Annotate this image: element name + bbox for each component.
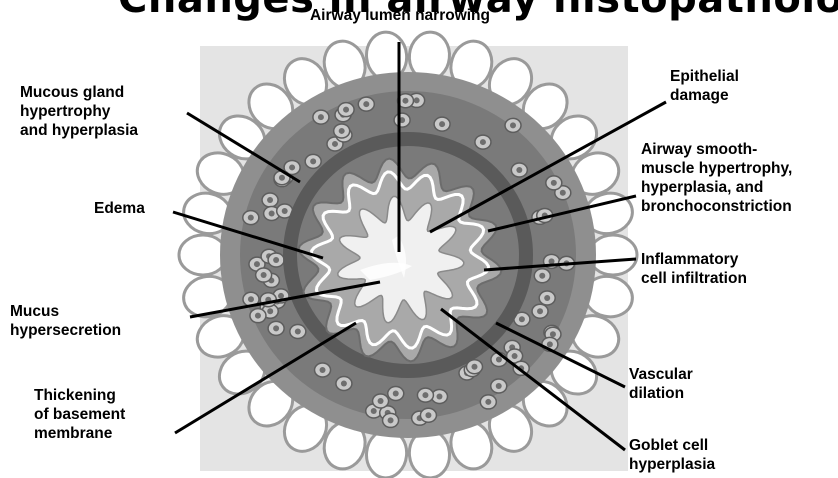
gland-cell <box>305 154 321 168</box>
gland-cell <box>256 268 272 282</box>
gland-cell <box>373 394 389 408</box>
gland-cell <box>505 118 521 132</box>
gland-cell <box>313 110 329 124</box>
gland-cell <box>338 103 354 117</box>
gland-cell <box>315 363 331 377</box>
gland-cell <box>262 193 278 207</box>
label-vascular-dilation: Vascular dilation <box>629 365 693 403</box>
gland-cell <box>475 135 491 149</box>
gland-cell <box>334 124 350 138</box>
label-epithelial-damage: Epithelial damage <box>670 67 739 105</box>
label-smooth-muscle: Airway smooth- muscle hypertrophy, hyper… <box>641 140 792 216</box>
label-inflammatory-cell: Inflammatory cell infiltration <box>641 250 747 288</box>
gland-cell <box>417 388 433 402</box>
gland-cell <box>243 211 259 225</box>
gland-cell <box>420 408 436 422</box>
gland-cell <box>290 325 306 339</box>
label-goblet-cell: Goblet cell hyperplasia <box>629 436 715 474</box>
label-mucous-gland: Mucous gland hypertrophy and hyperplasia <box>20 83 138 140</box>
gland-cell <box>434 117 450 131</box>
gland-cell <box>511 163 527 177</box>
gland-cell <box>268 321 284 335</box>
gland-cell <box>539 291 555 305</box>
gland-cell <box>358 97 374 111</box>
gland-cell <box>383 413 399 427</box>
label-edema: Edema <box>94 199 145 218</box>
gland-cell <box>480 395 496 409</box>
gland-cell <box>546 176 562 190</box>
gland-cell <box>336 376 352 390</box>
gland-cell <box>534 269 550 283</box>
label-airway-lumen-narrowing: Airway lumen narrowing <box>280 6 520 25</box>
gland-cell <box>491 379 507 393</box>
gland-cell <box>250 309 266 323</box>
label-basement-membrane: Thickening of basement membrane <box>34 386 125 443</box>
gland-cell <box>394 113 410 127</box>
gland-cell <box>532 304 548 318</box>
label-mucus-hypersecretion: Mucus hypersecretion <box>10 302 121 340</box>
alveolus-scallop <box>179 235 227 275</box>
gland-cell <box>268 253 284 267</box>
alveolus-scallop <box>589 235 637 275</box>
gland-cell <box>388 386 404 400</box>
